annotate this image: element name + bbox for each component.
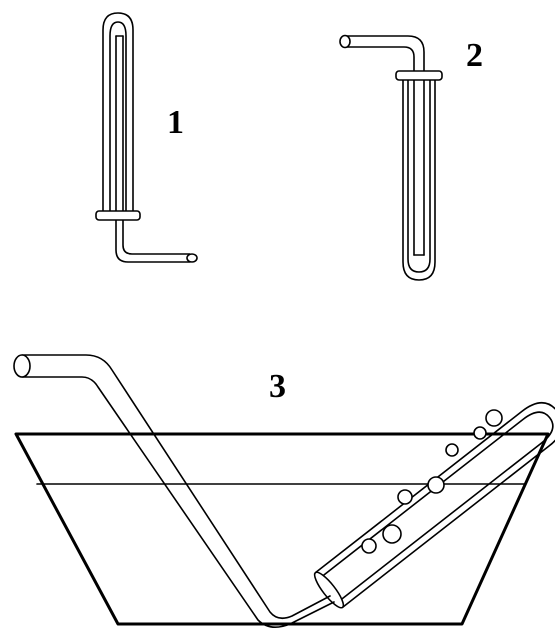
setup-3-tube-end <box>13 354 31 378</box>
setup-1-delivery-tube-wall <box>122 35 191 255</box>
setup-1-test-tube-inner-wall <box>109 21 127 216</box>
setup-3-delivery-tube-wall <box>21 376 335 628</box>
setup-3: 3 <box>13 354 555 628</box>
setup-2-label: 2 <box>466 37 483 74</box>
setup-3-gas-bubbles <box>361 409 503 554</box>
bubble <box>473 426 487 440</box>
setup-2-delivery-tube-wall <box>344 46 415 256</box>
bubble <box>397 489 413 505</box>
setup-3-delivery-tube <box>21 354 331 620</box>
setup-1-delivery-tube <box>115 35 191 263</box>
setup-2: 2 <box>339 34 483 281</box>
setup-2-delivery-tube <box>344 35 425 256</box>
setup-1-stopper <box>95 210 141 221</box>
bubble <box>445 443 459 457</box>
setup-1-test-tube <box>102 12 134 216</box>
setup-3-water-trough <box>14 432 550 626</box>
setup-1: 1 <box>95 12 198 263</box>
bubble <box>361 538 377 554</box>
setup-3-inverted-test-tube <box>313 401 555 609</box>
bubble <box>485 409 503 427</box>
setup-3-label: 3 <box>269 368 286 405</box>
setup-1-label: 1 <box>167 104 184 141</box>
setup-2-stopper <box>395 70 443 81</box>
setup-2-test-tube-inner-wall <box>407 79 431 273</box>
setup-2-tube-end <box>339 34 351 49</box>
bubble <box>382 524 402 544</box>
setup-2-test-tube <box>402 77 436 281</box>
bubble <box>427 476 445 494</box>
setup-1-tube-end <box>186 253 198 263</box>
